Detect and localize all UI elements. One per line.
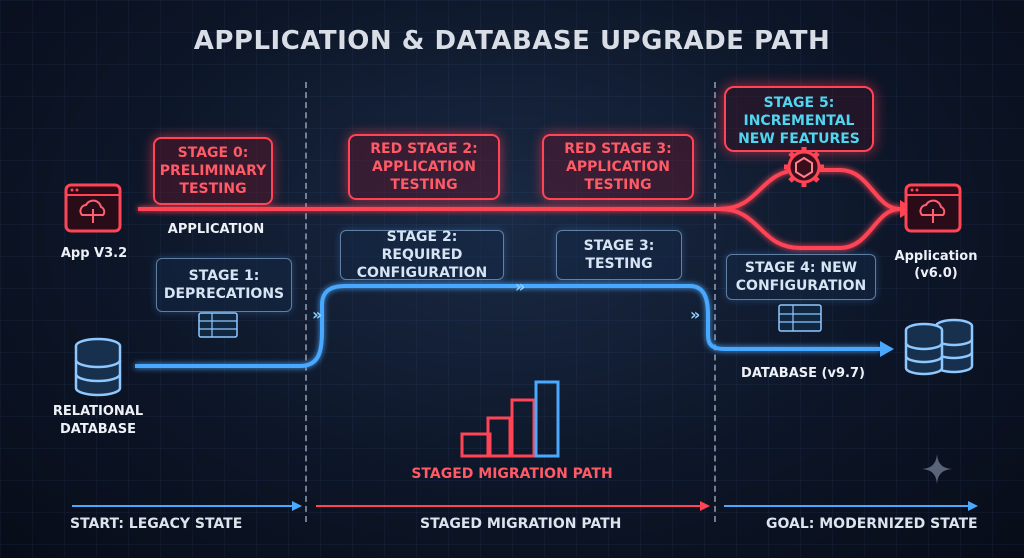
svg-text:»: » — [515, 277, 525, 296]
stage-0-box: STAGE 0: PRELIMINARY TESTING — [153, 137, 273, 205]
stage-2-text: STAGE 2: REQUIRED CONFIGURATION — [356, 229, 488, 281]
stage-5-box: STAGE 5: INCREMENTAL NEW FEATURES — [724, 86, 874, 152]
stairs-icon — [460, 380, 560, 458]
relational-db-label: RELATIONAL DATABASE — [52, 404, 144, 437]
database-icon — [74, 337, 122, 397]
stage-4-box: STAGE 4: NEW CONFIGURATION — [726, 254, 876, 300]
stage-4-text: STAGE 4: NEW CONFIGURATION — [735, 260, 867, 294]
target-database-icon — [904, 318, 974, 376]
gear-icon — [784, 147, 824, 187]
app-window-icon — [64, 183, 122, 233]
app-target-icon — [904, 183, 962, 233]
db-target-label: DATABASE (v9.7) — [741, 366, 865, 381]
bottom-goal-label: GOAL: MODERNIZED STATE — [766, 516, 978, 532]
stage-1-box: STAGE 1: DEPRECATIONS — [156, 258, 292, 312]
table-icon — [198, 312, 238, 338]
app-source-label: App V3.2 — [60, 246, 128, 261]
svg-text:»: » — [690, 305, 700, 324]
page-title: APPLICATION & DATABASE UPGRADE PATH — [193, 26, 831, 56]
red-stage-2-box: RED STAGE 2: APPLICATION TESTING — [348, 134, 500, 200]
stage-2-box: STAGE 2: REQUIRED CONFIGURATION — [340, 229, 504, 281]
bottom-start-label: START: LEGACY STATE — [70, 516, 243, 532]
bottom-middle-label: STAGED MIGRATION PATH — [420, 516, 622, 532]
application-label: APPLICATION — [167, 222, 265, 237]
divider-right — [714, 82, 716, 522]
red-stage-3-box: RED STAGE 3: APPLICATION TESTING — [542, 134, 694, 200]
sparkle-icon — [922, 454, 952, 484]
stage-3-text: STAGE 3: TESTING — [583, 238, 655, 272]
stage-3-box: STAGE 3: TESTING — [556, 230, 682, 280]
center-path-label: STAGED MIGRATION PATH — [411, 466, 613, 482]
table-icon-target — [778, 304, 822, 332]
app-target-label: Application (v6.0) — [894, 249, 978, 281]
stage-5-text: STAGE 5: INCREMENTAL NEW FEATURES — [738, 95, 860, 147]
database-flow-line — [135, 284, 880, 368]
database-arrow-head — [880, 341, 894, 357]
stage-0-text: STAGE 0: PRELIMINARY TESTING — [159, 145, 267, 197]
red-stage-2-text: RED STAGE 2: APPLICATION TESTING — [370, 141, 478, 193]
divider-left — [305, 82, 307, 522]
stage-1-text: STAGE 1: DEPRECATIONS — [163, 268, 285, 302]
red-stage-3-text: RED STAGE 3: APPLICATION TESTING — [564, 141, 672, 193]
svg-text:»: » — [312, 305, 322, 324]
